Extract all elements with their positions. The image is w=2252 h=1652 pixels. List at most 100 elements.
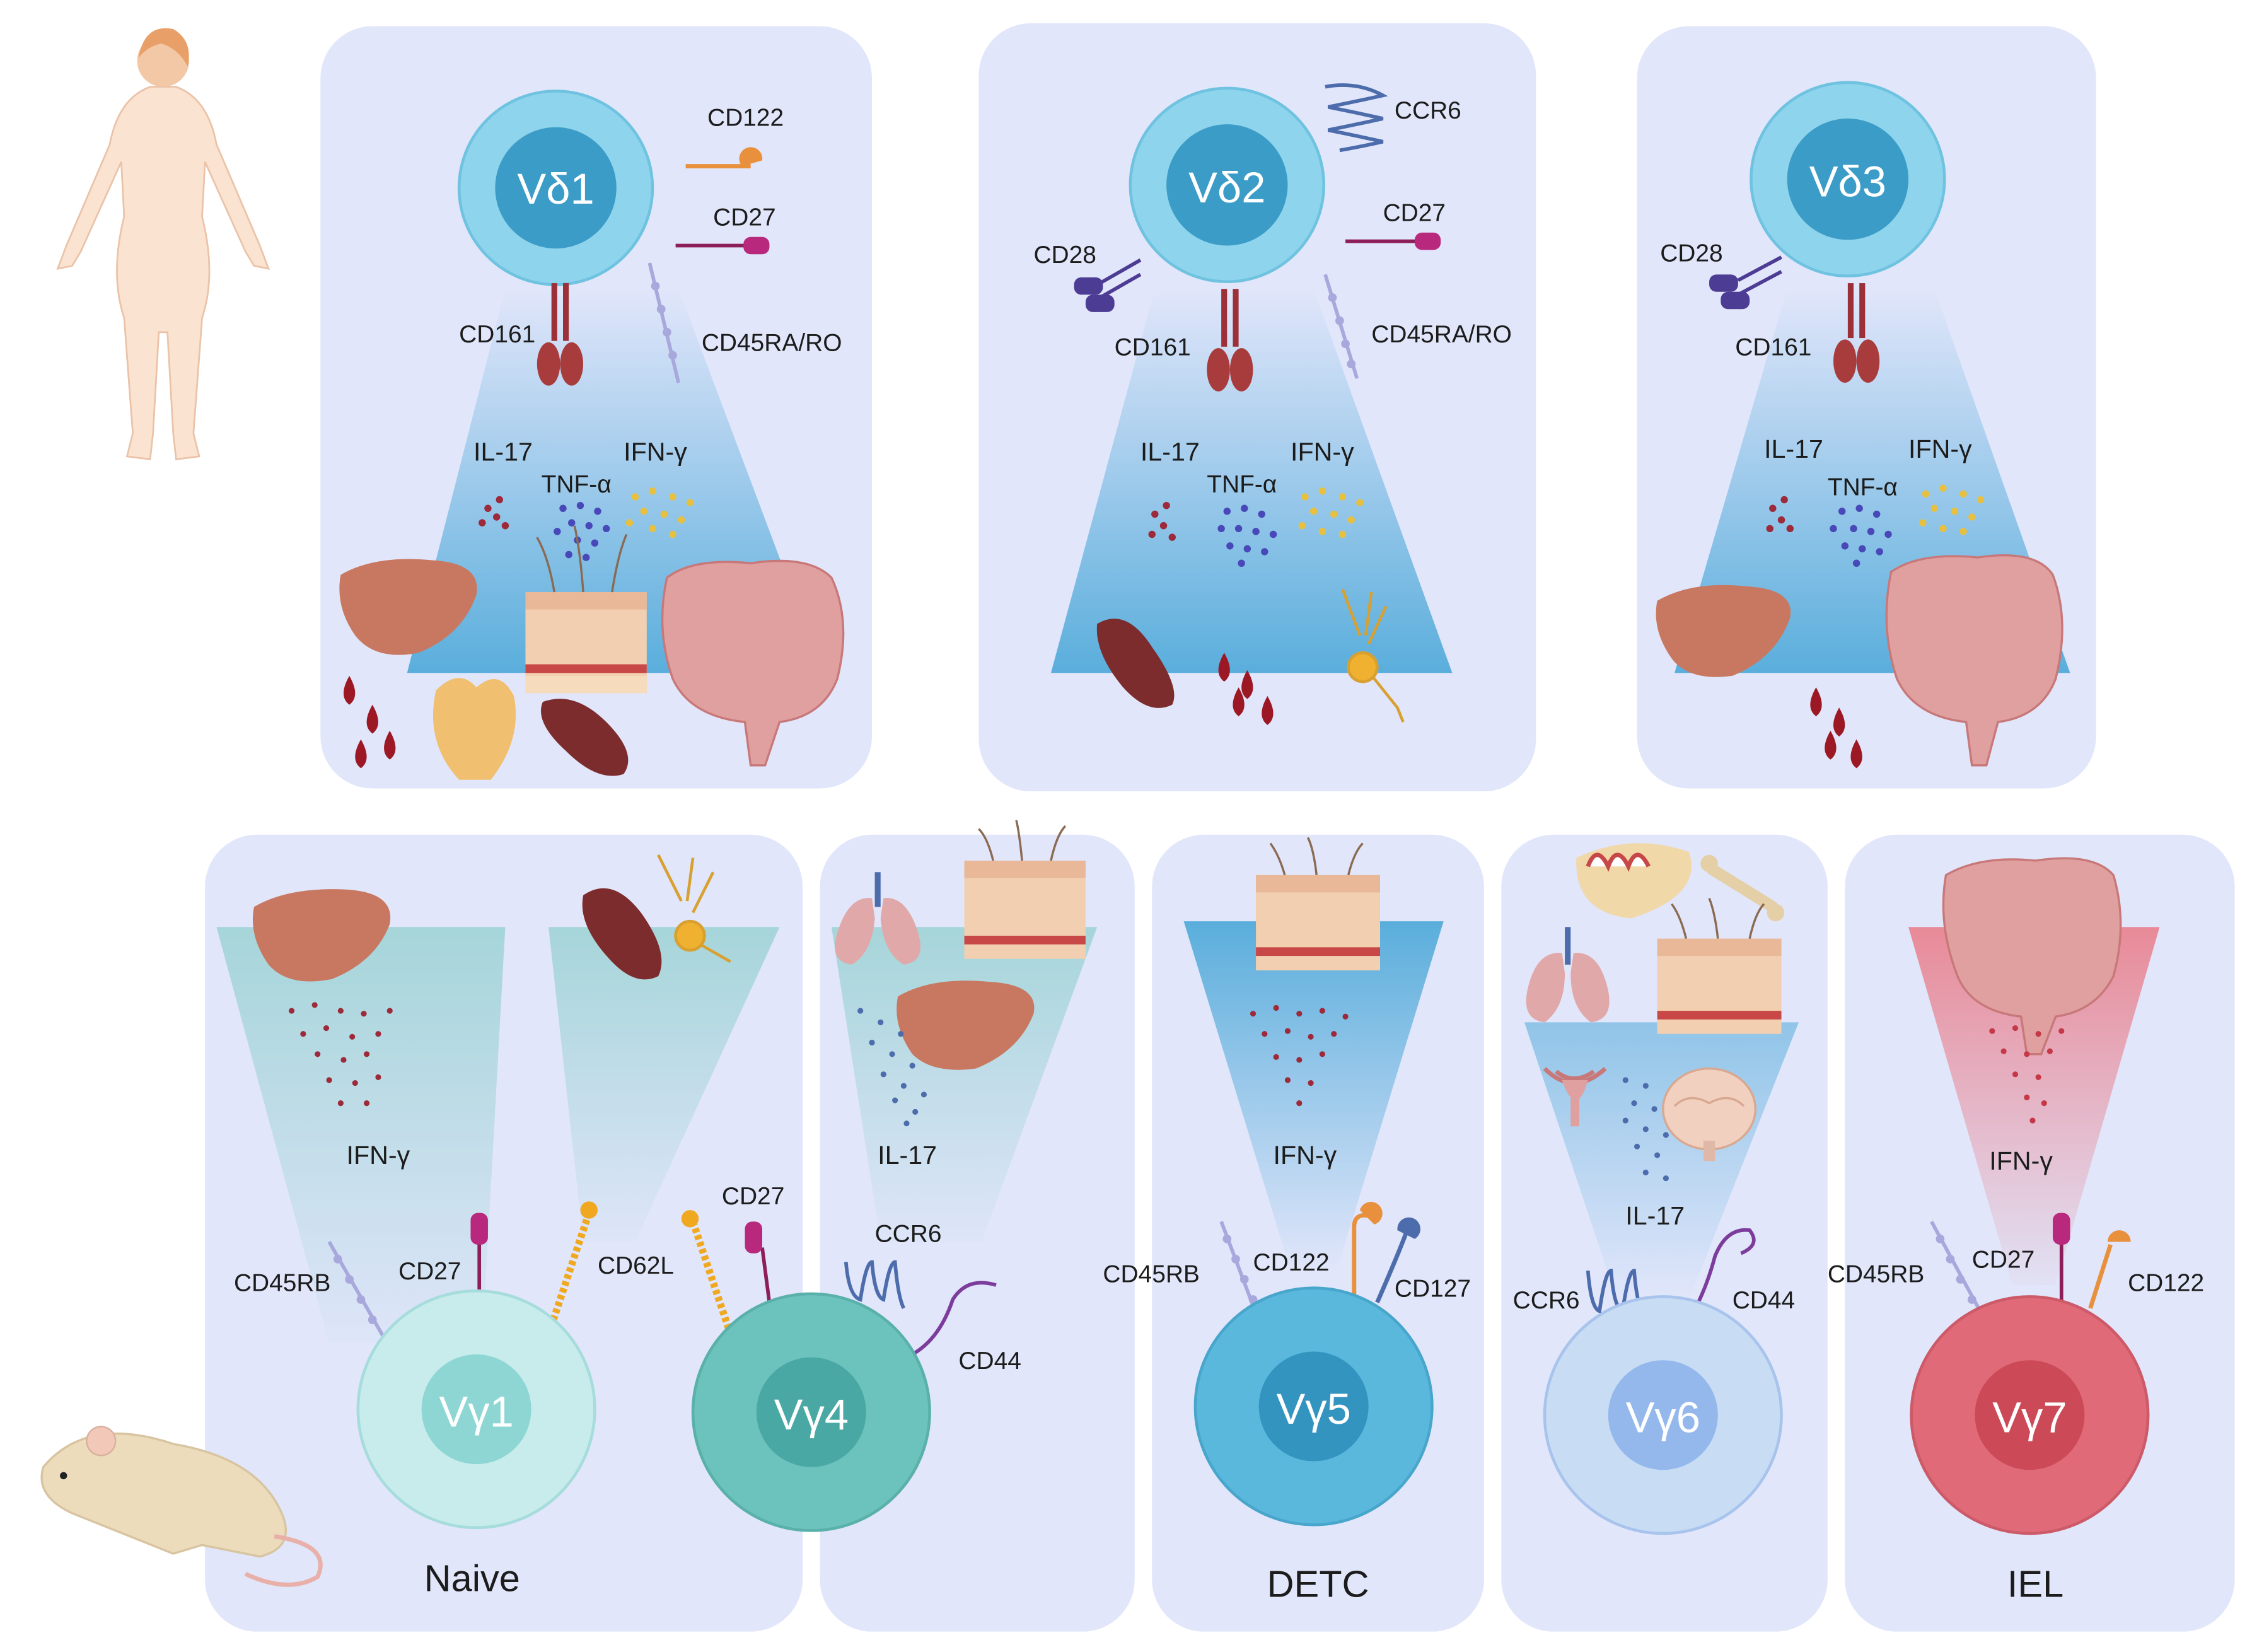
human-figure: [56, 28, 270, 460]
marker-cd44: CD44: [1733, 1287, 1795, 1314]
thymus-icon: [432, 678, 516, 780]
cytokine-tnfa: TNF-α: [542, 471, 612, 498]
il17-dots: [857, 1008, 927, 1127]
marker-ccr6: CCR6: [875, 1220, 942, 1247]
cell-label-vd2: Vδ2: [1188, 163, 1265, 212]
tnfa-dots: [554, 501, 610, 561]
marker-cd45ra-ro: CD45RA/RO: [702, 330, 842, 357]
tnfa-dots: [1217, 504, 1277, 567]
panel-vg6: IL-17 CCR6 CD44 Vγ6: [1501, 834, 1828, 1632]
ccr6-icon: [1325, 83, 1388, 153]
neuron-icon: [657, 854, 731, 963]
panel-vg7: IFN-γ CD45RB CD27 CD122 Vγ7 IEL: [1828, 834, 2235, 1632]
marker-ccr6: CCR6: [1513, 1287, 1580, 1314]
marker-cd122: CD122: [707, 104, 784, 131]
marker-cd27: CD27: [1383, 200, 1446, 227]
intestine-icon: [1942, 857, 2122, 1056]
marker-cd28: CD28: [1033, 241, 1096, 269]
cytokine-ifng: IFN-γ: [347, 1141, 410, 1170]
bone-icon: [1700, 854, 1785, 922]
cytokine-tnfa: TNF-α: [1207, 471, 1277, 498]
cell-label-vg5: Vγ5: [1276, 1385, 1350, 1433]
marker-cd161: CD161: [1115, 334, 1191, 361]
spleen-icon: [1096, 619, 1175, 708]
subset-iel: IEL: [2007, 1563, 2063, 1605]
intestine-icon: [1885, 554, 2063, 767]
liver-icon: [252, 889, 391, 982]
mouse-figure: [40, 1426, 323, 1587]
marker-cd28: CD28: [1660, 240, 1722, 267]
marker-cd27: CD27: [1972, 1247, 2034, 1274]
marker-cd62l: CD62L: [598, 1252, 674, 1279]
marker-cd45rb: CD45RB: [234, 1269, 331, 1296]
marker-cd122: CD122: [1253, 1249, 1329, 1276]
lung-icon: [835, 872, 921, 965]
marker-cd44: CD44: [958, 1347, 1021, 1375]
cytokine-il17: IL-17: [1141, 438, 1200, 467]
marker-cd27: CD27: [713, 204, 775, 231]
tnfa-dots: [1830, 504, 1892, 567]
skin-icon: [525, 525, 647, 694]
skin-icon: [964, 820, 1086, 959]
neuron-icon: [1341, 588, 1405, 723]
il17-dots: [479, 496, 509, 530]
panel-vg1: IFN-γ CD45RB CD27 CD62L Vγ1 Naive: [205, 834, 803, 1632]
panel-vd2: Vδ2 CCR6 CD27 CD28 CD161 CD45RA/RO IL-17…: [978, 23, 1536, 792]
il17-dots: [1622, 1077, 1669, 1182]
marker-cd127: CD127: [1395, 1275, 1471, 1302]
cell-label-vg7: Vγ7: [1992, 1393, 2067, 1442]
ifng-dots: [1250, 1004, 1349, 1107]
marker-ccr6: CCR6: [1395, 97, 1461, 124]
cytokine-il17: IL-17: [1625, 1201, 1685, 1230]
panel-vg4: IL-17 CD27 CCR6 CD44 Vγ4: [681, 820, 1135, 1632]
cytokine-ifng: IFN-γ: [1274, 1141, 1337, 1170]
marker-cd27: CD27: [722, 1183, 784, 1210]
marker-cd45rb: CD45RB: [1828, 1261, 1925, 1288]
intestine-icon: [661, 559, 845, 767]
cell-label-vg6: Vγ6: [1626, 1393, 1700, 1442]
skin-icon: [1657, 897, 1782, 1034]
spleen-icon: [540, 699, 629, 776]
cytokine-il17: IL-17: [473, 438, 533, 467]
cytokine-tnfa: TNF-α: [1828, 474, 1898, 501]
marker-cd27: CD27: [398, 1258, 461, 1285]
cytokine-ifng: IFN-γ: [1908, 434, 1972, 463]
brain-icon: [1662, 1067, 1757, 1161]
cell-label-vg4: Vγ4: [774, 1390, 849, 1439]
il17-dots: [1766, 496, 1794, 533]
subset-naive: Naive: [424, 1557, 520, 1600]
blood-icon: [1810, 687, 1862, 769]
marker-cd45rb: CD45RB: [1103, 1261, 1200, 1288]
subset-detc: DETC: [1267, 1563, 1369, 1605]
cell-label-vg1: Vγ1: [439, 1388, 513, 1436]
panel-vd1: Vδ1 CD122 CD27 CD161 CD45RA/RO IL-17 TNF…: [320, 26, 873, 789]
marker-cd45ra-ro: CD45RA/RO: [1371, 321, 1512, 348]
blood-icon: [343, 675, 396, 769]
liver-icon: [897, 980, 1035, 1070]
marker-cd122: CD122: [2128, 1269, 2204, 1296]
ifng-dots: [1919, 484, 1985, 535]
ifng-dots: [625, 487, 694, 538]
cd28-icon: [1709, 255, 1782, 310]
marker-cd161: CD161: [1735, 334, 1811, 361]
ccr6-icon: [844, 1260, 905, 1310]
uterus-icon: [1543, 1067, 1607, 1127]
lung-icon: [1526, 927, 1610, 1023]
ifng-dots: [1989, 1025, 2065, 1124]
cell-label-vd1: Vδ1: [517, 165, 594, 213]
liver-icon: [1656, 585, 1791, 677]
cytokine-il17: IL-17: [1764, 434, 1823, 463]
cytokine-ifng: IFN-γ: [624, 438, 687, 467]
marker-cd161: CD161: [459, 321, 535, 348]
ifng-dots: [1298, 487, 1364, 538]
cell-label-vd3: Vδ3: [1809, 158, 1886, 206]
liver-icon: [339, 559, 477, 655]
cytokine-ifng: IFN-γ: [1989, 1146, 2053, 1175]
cd28-icon: [1074, 258, 1142, 312]
spleen-icon: [582, 888, 662, 980]
il17-dots: [1148, 501, 1176, 541]
cytokine-il17: IL-17: [878, 1141, 937, 1170]
panel-vg5: IFN-γ CD45RB CD122 CD127 Vγ5 DETC: [1103, 834, 1484, 1632]
ccr6-icon: [1586, 1269, 1647, 1318]
